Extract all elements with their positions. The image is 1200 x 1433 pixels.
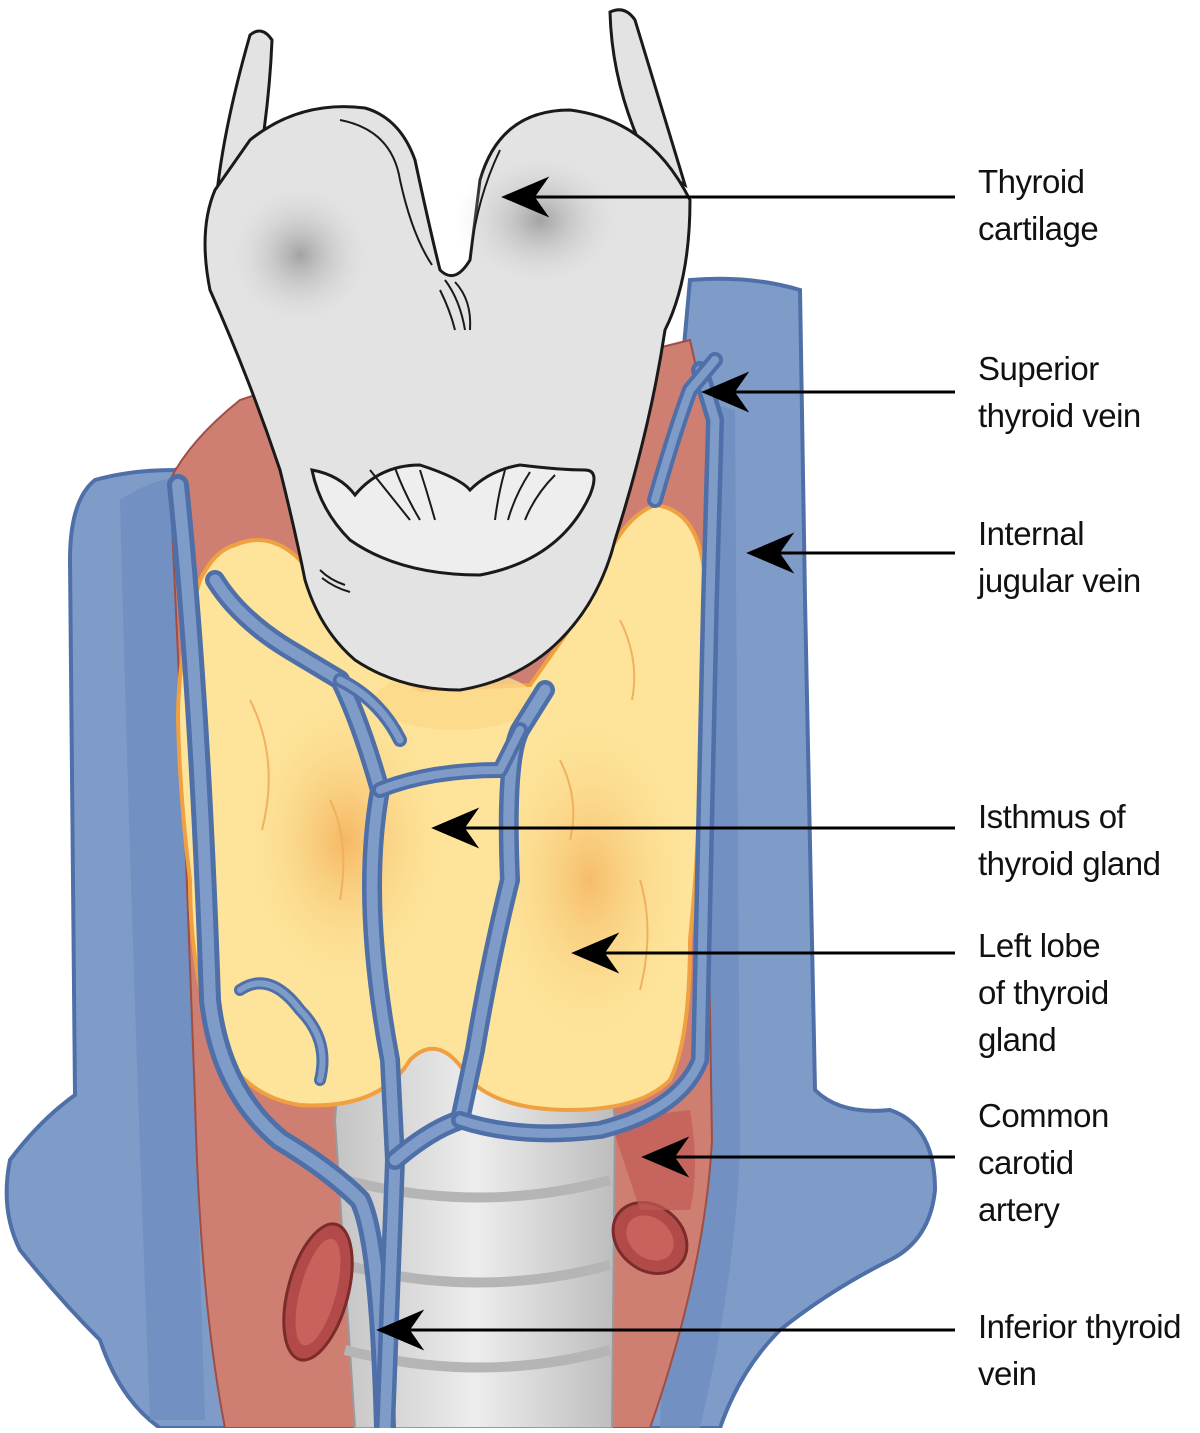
label-inferior-thyroid-vein: Inferior thyroid vein [978,1303,1181,1397]
label-left-lobe-of-thyroid-gland: Left lobe of thyroid gland [978,922,1109,1063]
thyroid-left-lobe-shade [235,680,455,1000]
label-thyroid-cartilage: Thyroid cartilage [978,158,1098,252]
label-superior-thyroid-vein: Superior thyroid vein [978,345,1141,439]
label-common-carotid-artery: Common carotid artery [978,1092,1109,1233]
label-internal-jugular-vein: Internal jugular vein [978,510,1141,604]
label-isthmus-of-thyroid-gland: Isthmus of thyroid gland [978,793,1160,887]
